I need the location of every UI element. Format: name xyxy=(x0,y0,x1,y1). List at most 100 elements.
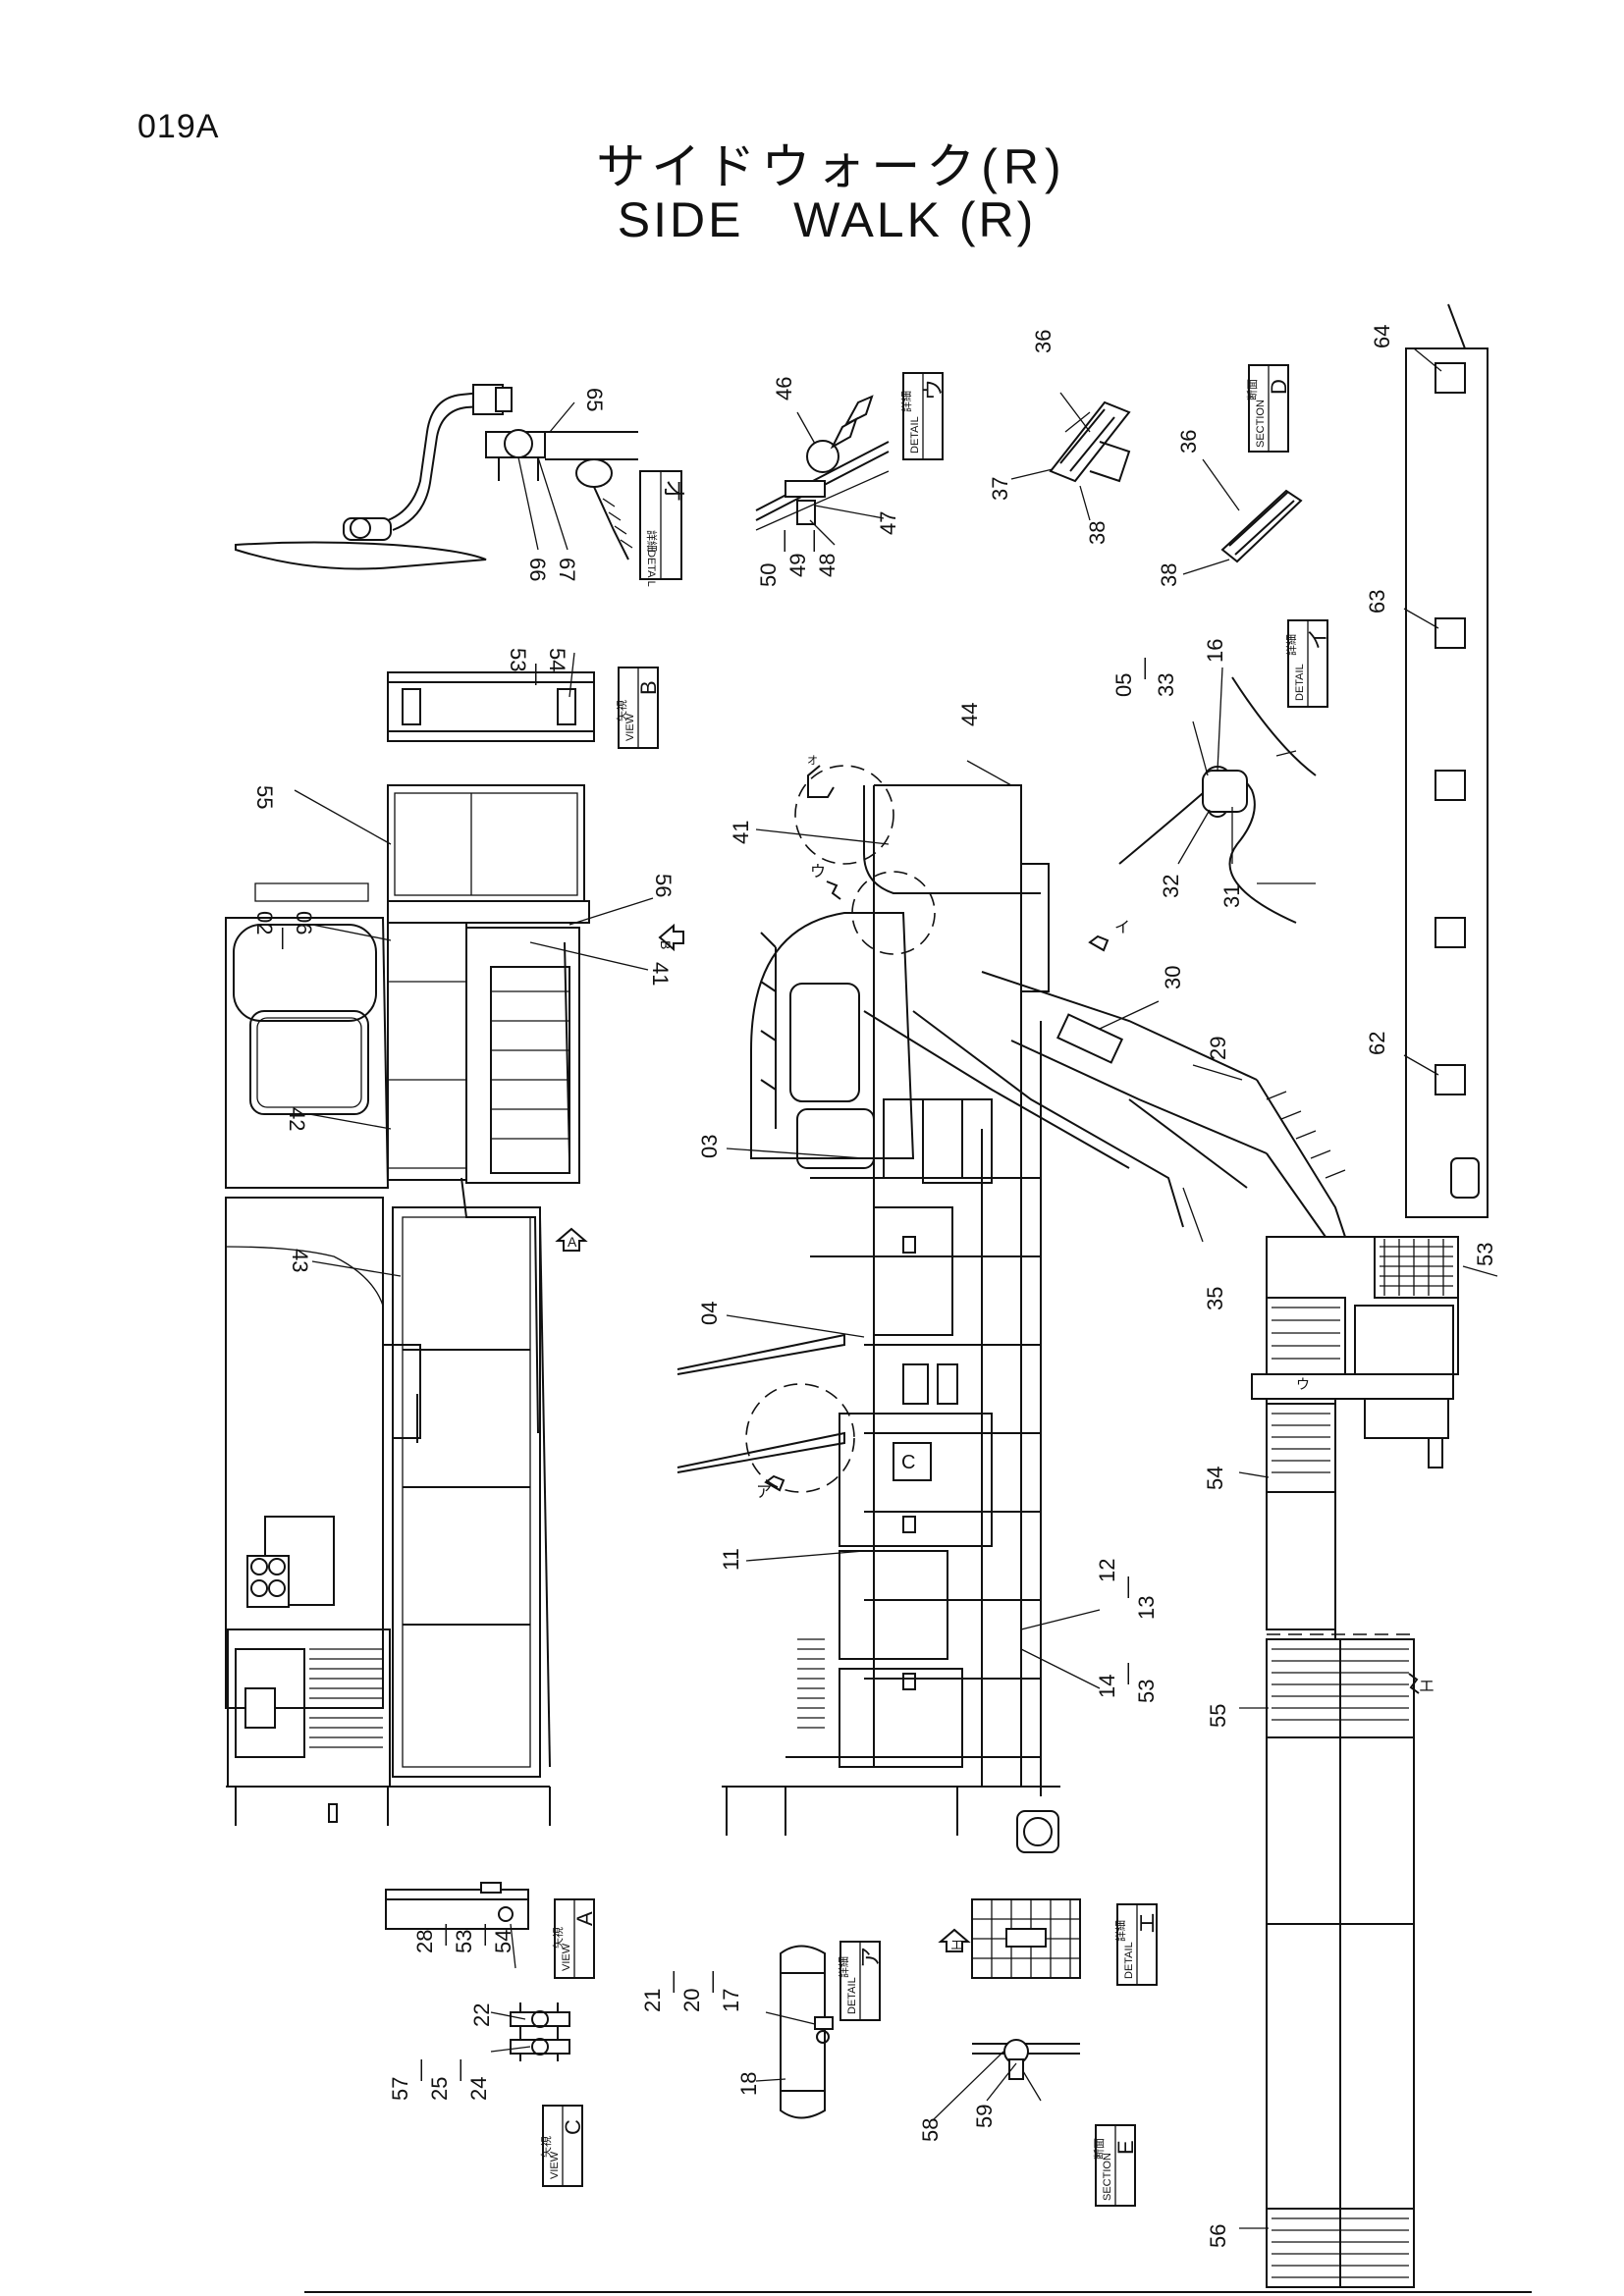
radiator-grille xyxy=(309,1648,383,1748)
svg-text:18: 18 xyxy=(736,2072,761,2096)
svg-text:ア: ア xyxy=(858,1947,883,1968)
svg-text:21: 21 xyxy=(640,1989,665,2012)
callout-11: 44 xyxy=(957,703,1012,786)
svg-text:36: 36 xyxy=(1031,330,1056,353)
svg-text:—: — xyxy=(432,1924,457,1946)
svg-text:VIEW: VIEW xyxy=(624,713,636,741)
callout-38b: 38 xyxy=(1157,559,1230,587)
step-assembly: ウ エ xyxy=(1251,1236,1459,2288)
svg-text:B: B xyxy=(636,680,661,695)
svg-text:—: — xyxy=(1114,1663,1139,1684)
svg-text:ウ: ウ xyxy=(810,863,826,881)
svg-text:56: 56 xyxy=(651,874,676,897)
svg-text:38: 38 xyxy=(1157,563,1181,587)
svg-text:—: — xyxy=(407,2059,432,2081)
tag-detail-o: 詳細 DETAIL オ xyxy=(639,470,686,587)
callout-63: 63 xyxy=(1365,590,1439,629)
svg-text:断面: 断面 xyxy=(1245,379,1259,400)
svg-text:—: — xyxy=(699,1971,724,1993)
svg-text:11: 11 xyxy=(719,1548,743,1571)
svg-text:イ: イ xyxy=(1114,920,1130,936)
callout-13: 04 xyxy=(697,1302,865,1338)
svg-text:詳細: 詳細 xyxy=(837,1956,850,1978)
callout-group-32-31: 05 — 33 xyxy=(1111,658,1209,776)
callout-62: 62 xyxy=(1365,1032,1439,1076)
svg-text:54: 54 xyxy=(1203,1467,1227,1490)
view-arrow-b: B xyxy=(658,923,684,952)
callout-44b: 41 xyxy=(729,821,890,845)
callout-group-07-06: 53 — 54 xyxy=(506,648,575,698)
svg-text:—: — xyxy=(447,2059,471,2081)
svg-text:断面: 断面 xyxy=(1092,2138,1106,2160)
svg-text:詳細: 詳細 xyxy=(1113,1920,1127,1942)
svg-text:58: 58 xyxy=(918,2118,943,2142)
callout-41: 56 xyxy=(568,874,676,926)
callout-35: 30 xyxy=(1099,966,1185,1030)
svg-text:41: 41 xyxy=(648,962,673,986)
callout-18: 18 xyxy=(736,2072,786,2096)
svg-text:37: 37 xyxy=(988,477,1012,501)
callout-34: 35 xyxy=(1182,1187,1227,1310)
detail-i-drawing xyxy=(1118,676,1317,924)
side-panel-long xyxy=(1405,303,1489,1218)
svg-text:35: 35 xyxy=(1203,1287,1227,1310)
svg-text:—: — xyxy=(1131,658,1156,679)
svg-text:22: 22 xyxy=(469,2003,494,2027)
svg-text:エ: エ xyxy=(950,1938,963,1952)
svg-text:VIEW: VIEW xyxy=(549,2151,561,2179)
callout-03: 42 xyxy=(285,1107,392,1131)
tag-view-c: 矢視 VIEW C xyxy=(539,2105,585,2187)
callout-46: 46 xyxy=(772,377,816,445)
svg-text:03: 03 xyxy=(697,1135,722,1158)
svg-text:—: — xyxy=(272,928,297,949)
callout-65: 65 xyxy=(549,388,607,433)
callout-group-21-17: 21 — 20 — 17 xyxy=(640,1971,816,2025)
svg-text:20: 20 xyxy=(679,1989,704,2012)
svg-text:67: 67 xyxy=(555,558,579,581)
svg-text:オ: オ xyxy=(807,754,818,767)
svg-text:53: 53 xyxy=(452,1930,476,1953)
tread-54 xyxy=(1266,1403,1336,1493)
svg-text:43: 43 xyxy=(288,1249,312,1272)
callout-57: 58 xyxy=(918,2051,1004,2142)
svg-text:41: 41 xyxy=(729,821,753,844)
callout-14: 11 xyxy=(719,1548,865,1571)
svg-text:36: 36 xyxy=(1176,430,1201,454)
svg-text:A: A xyxy=(572,1911,597,1926)
svg-text:矢視: 矢視 xyxy=(551,1927,565,1949)
mirror-detail xyxy=(235,384,638,570)
svg-text:SECTION: SECTION xyxy=(1102,2153,1113,2201)
svg-text:VIEW: VIEW xyxy=(561,1943,572,1971)
svg-text:ウ: ウ xyxy=(921,379,946,400)
callout-67: 67 xyxy=(537,456,579,581)
svg-text:05: 05 xyxy=(1111,673,1136,697)
tread-53 xyxy=(1374,1236,1459,1299)
svg-text:—: — xyxy=(1114,1576,1139,1598)
svg-text:DETAIL: DETAIL xyxy=(846,1977,858,2014)
svg-text:55: 55 xyxy=(1206,1704,1230,1728)
svg-text:48: 48 xyxy=(815,554,839,577)
svg-text:66: 66 xyxy=(525,558,550,581)
title-english: SIDE WALK (R) xyxy=(617,192,1037,247)
svg-text:56: 56 xyxy=(1206,2224,1230,2248)
svg-text:—: — xyxy=(800,530,825,552)
svg-text:33: 33 xyxy=(1154,673,1178,697)
svg-text:—: — xyxy=(525,664,550,685)
svg-text:32: 32 xyxy=(1159,875,1183,898)
callout-group-08-06: 28 — 53 — 54 xyxy=(412,1923,516,1969)
callout-group-43-42: 02 — 06 xyxy=(252,911,392,949)
tag-detail-u: 詳細 DETAIL ウ xyxy=(899,372,946,460)
tag-section-e: 断面 SECTION E xyxy=(1092,2124,1138,2207)
svg-text:04: 04 xyxy=(697,1302,722,1325)
svg-text:DETAIL: DETAIL xyxy=(909,416,921,454)
svg-text:オ: オ xyxy=(660,479,686,503)
svg-text:DETAIL: DETAIL xyxy=(1123,1942,1135,1979)
callout-44a: 41 xyxy=(529,941,673,986)
section-e-drawing xyxy=(972,2039,1080,2080)
callout-group-15-16: 12 — 13 xyxy=(1020,1559,1159,1630)
tag-detail-a: 詳細 DETAIL ア xyxy=(837,1941,883,2021)
callout-59 xyxy=(1022,2070,1042,2102)
svg-text:49: 49 xyxy=(785,554,810,577)
svg-text:DETAIL: DETAIL xyxy=(1294,664,1306,701)
callout-02: 55 xyxy=(252,785,392,845)
